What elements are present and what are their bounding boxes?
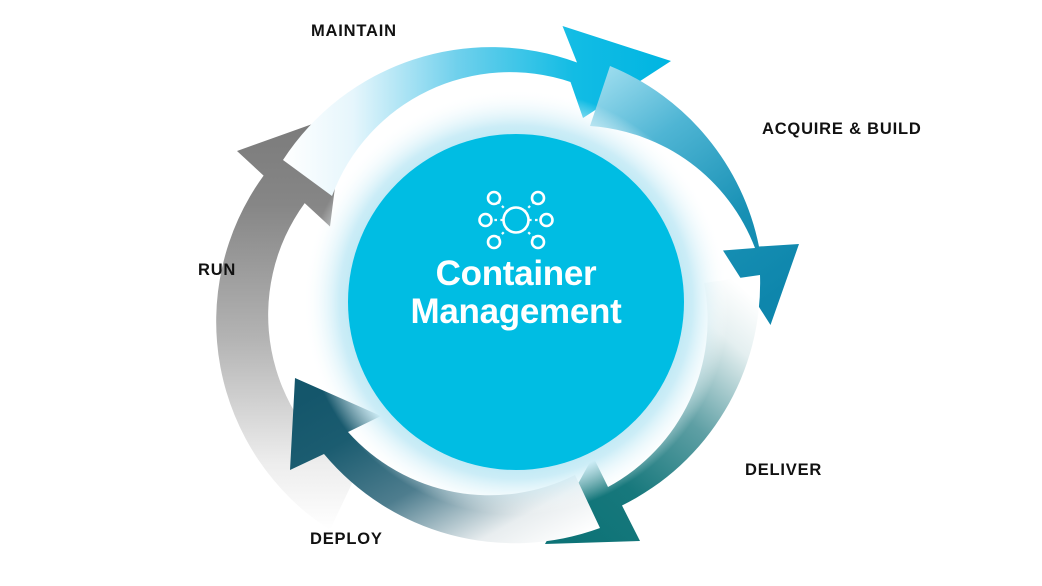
stage-label-acquire-build: ACQUIRE & BUILD xyxy=(762,120,922,138)
arrow-maintain xyxy=(283,26,671,196)
center-circle xyxy=(348,134,684,470)
stage-label-maintain: MAINTAIN xyxy=(311,22,397,40)
stage-label-run: RUN xyxy=(198,261,237,279)
network-hub-icon xyxy=(478,190,554,250)
stage-label-deliver: DELIVER xyxy=(745,461,823,479)
stage-label-deploy: DEPLOY xyxy=(310,530,383,548)
